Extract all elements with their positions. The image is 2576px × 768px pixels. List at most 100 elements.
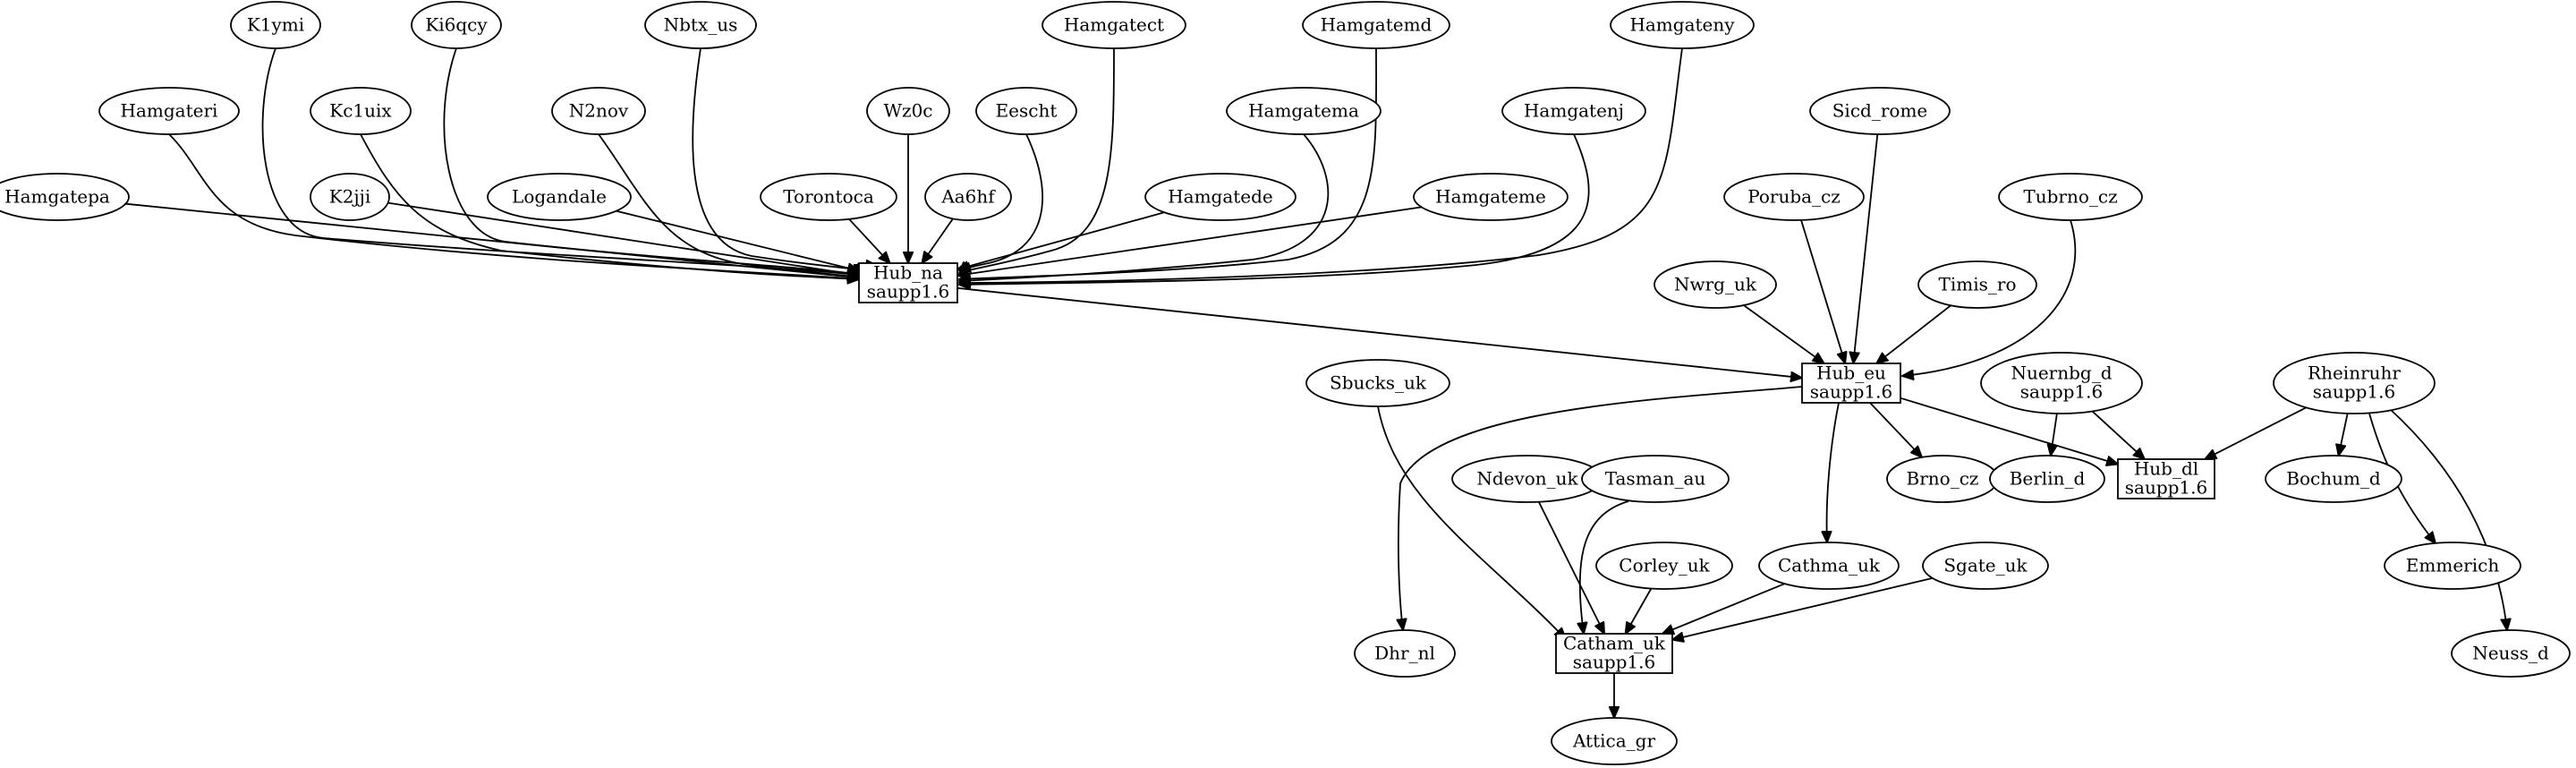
edge-nwrg_uk-to-hub_eu	[1743, 304, 1824, 363]
node-sgate_uk: Sgate_uk	[1922, 542, 2049, 590]
node-label-hub_na: Hub_na	[873, 262, 943, 284]
node-label-catham_uk: Catham_uk	[1563, 633, 1666, 654]
node-shape-k1ymi	[230, 1, 321, 49]
node-shape-hamgateme	[1413, 173, 1569, 221]
node-label-timis_ro: Timis_ro	[1939, 274, 2017, 295]
node-ndevon_uk: Ndevon_uk	[1451, 455, 1603, 503]
node-label-hamgatema: Hamgatema	[1248, 100, 1359, 122]
node-neuss_d: Neuss_d	[2451, 629, 2571, 678]
node-label-ki6qcy: Ki6qcy	[425, 14, 488, 36]
node-shape-nuernbg_d	[1980, 352, 2143, 414]
node-kc1uix: Kc1uix	[310, 87, 412, 135]
edge-ndevon_uk-to-catham_uk	[1537, 501, 1604, 634]
node-label-brno_cz: Brno_cz	[1907, 468, 1979, 490]
node-label-bochum_d: Bochum_d	[2286, 468, 2381, 490]
node-shape-eescht	[975, 87, 1077, 135]
edge-hub_eu-to-dhr_nl	[1399, 386, 1803, 630]
node-shape-sicd_rome	[1809, 87, 1951, 135]
node-berlin_d: Berlin_d	[1989, 455, 2105, 503]
node-shape-logandale	[487, 173, 632, 221]
node-tubrno_cz: Tubrno_cz	[1998, 173, 2143, 221]
node-shape-hamgatenj	[1501, 87, 1646, 135]
edge-aa6hf-to-hub_na	[922, 218, 954, 263]
node-hamgatect: Hamgatect	[1041, 1, 1186, 49]
node-label-wz0c: Wz0c	[883, 100, 932, 122]
node-label-emmerich: Emmerich	[2406, 555, 2500, 576]
node-hamgateri: Hamgateri	[98, 87, 240, 135]
node-shape-hamgatemd	[1302, 1, 1450, 49]
node-label-hamgateme: Hamgateme	[1435, 186, 1546, 208]
node-label-hamgatepa: Hamgatepa	[4, 186, 110, 208]
node-label-cathma_uk: Cathma_uk	[1778, 555, 1881, 576]
node-label-hub_dl: Hub_dl	[2134, 458, 2198, 480]
edge-hamgatemd-to-hub_na	[959, 47, 1377, 279]
node-shape-nwrg_uk	[1654, 260, 1777, 309]
node-shape-sbucks_uk	[1305, 359, 1450, 407]
node-shape-hamgatede	[1144, 173, 1297, 221]
node-label-tubrno_cz: Tubrno_cz	[2023, 186, 2117, 208]
node-label-sgate_uk: Sgate_uk	[1943, 555, 2028, 576]
node-shape-wz0c	[866, 87, 950, 135]
node-corley_uk: Corley_uk	[1595, 542, 1733, 590]
node-label-n2nov: N2nov	[569, 100, 629, 122]
node-shape-hub_dl	[2117, 458, 2215, 499]
node-shape-dhr_nl	[1354, 629, 1456, 678]
node-label-dhr_nl: Dhr_nl	[1374, 643, 1435, 664]
edge-hamgatede-to-hub_na	[957, 211, 1165, 269]
edge-hamgateri-to-hub_na	[168, 133, 859, 279]
node-k2jji: K2jji	[310, 173, 390, 221]
node-label-hamgatenj: Hamgatenj	[1524, 100, 1624, 122]
edge-rheinruhr-to-neuss_d	[2388, 407, 2507, 630]
node-shape-corley_uk	[1595, 542, 1733, 590]
edge-hamgateme-to-hub_na	[957, 206, 1422, 276]
node-shape-berlin_d	[1989, 455, 2105, 503]
edge-corley_uk-to-catham_uk	[1626, 588, 1653, 635]
node-shape-poruba_cz	[1723, 173, 1865, 221]
node-shape-hamgateny	[1610, 1, 1755, 49]
node-ki6qcy: Ki6qcy	[411, 1, 502, 49]
node-shape-kc1uix	[310, 87, 412, 135]
node-label-eescht: Eescht	[996, 100, 1058, 122]
node-label-hamgatemd: Hamgatemd	[1321, 14, 1433, 36]
edge-hub_eu-to-hub_dl	[1900, 397, 2118, 465]
edge-k2jji-to-hub_na	[387, 201, 859, 276]
node-label-neuss_d: Neuss_d	[2472, 643, 2549, 664]
edge-torontoca-to-hub_na	[848, 218, 890, 263]
node-shape-nbtx_us	[644, 1, 757, 49]
node-label-hub_na-line2: saupp1.6	[867, 281, 949, 303]
edge-hamgatenj-to-hub_na	[959, 133, 1590, 285]
edge-timis_ro-to-hub_eu	[1876, 304, 1951, 363]
node-label-tasman_au: Tasman_au	[1605, 468, 1706, 490]
node-k1ymi: K1ymi	[230, 1, 321, 49]
node-sicd_rome: Sicd_rome	[1809, 87, 1951, 135]
node-wz0c: Wz0c	[866, 87, 950, 135]
node-hamgatepa: Hamgatepa	[0, 173, 130, 221]
node-label-hamgateri: Hamgateri	[121, 100, 218, 122]
edge-cathma_uk-to-catham_uk	[1662, 583, 1786, 634]
node-shape-hamgatepa	[0, 173, 130, 221]
node-label-rheinruhr: Rheinruhr	[2308, 363, 2401, 384]
node-label-nuernbg_d-line2: saupp1.6	[2020, 381, 2103, 403]
node-shape-rheinruhr	[2273, 352, 2436, 414]
node-shape-emmerich	[2384, 542, 2521, 590]
node-label-hub_dl-line2: saupp1.6	[2125, 477, 2207, 499]
edge-hamgatema-to-hub_na	[959, 133, 1330, 281]
node-label-nwrg_uk: Nwrg_uk	[1674, 274, 1757, 295]
node-shape-tubrno_cz	[1998, 173, 2143, 221]
edge-rheinruhr-to-bochum_d	[2339, 413, 2349, 456]
node-label-sbucks_uk: Sbucks_uk	[1330, 372, 1427, 394]
edge-sgate_uk-to-catham_uk	[1672, 577, 1934, 640]
edge-hub_na-to-hub_eu	[956, 286, 1802, 378]
node-shape-hamgatema	[1226, 87, 1382, 135]
node-shape-catham_uk	[1555, 633, 1673, 674]
node-label-kc1uix: Kc1uix	[329, 100, 392, 122]
node-poruba_cz: Poruba_cz	[1723, 173, 1865, 221]
node-label-poruba_cz: Poruba_cz	[1747, 186, 1841, 208]
node-shape-cathma_uk	[1758, 542, 1900, 590]
edges-layer	[125, 47, 2507, 718]
